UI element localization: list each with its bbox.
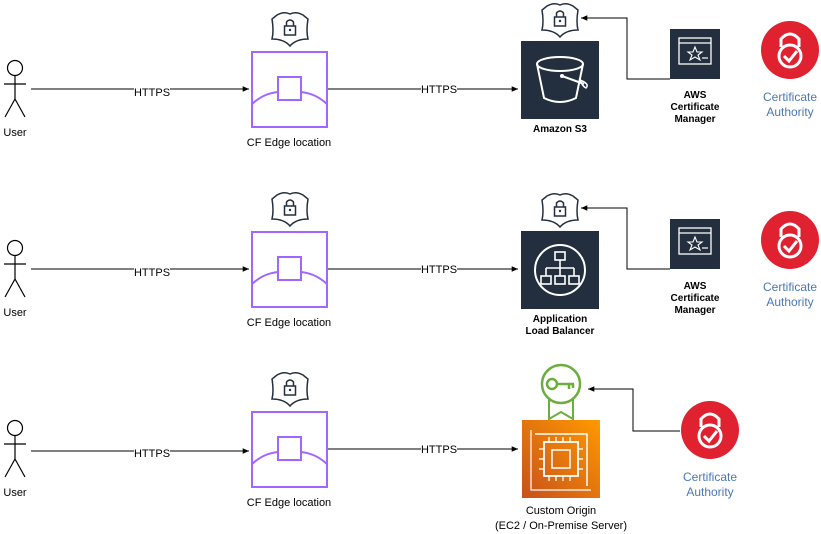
certificate-authority-icon <box>761 21 819 79</box>
lock-shield-icon <box>271 191 309 228</box>
origin-label-line: Application <box>533 314 587 325</box>
certificate-authority-icon <box>761 211 819 269</box>
ca-label-line: Certificate <box>683 470 737 484</box>
s3-bucket-icon <box>521 41 599 119</box>
origin-label-line: (EC2 / On-Premise Server) <box>495 520 627 532</box>
acm-label-line: AWS <box>684 90 707 101</box>
edge-location-icon <box>251 411 328 488</box>
ec2-instance-icon <box>522 420 600 498</box>
certificate-manager-icon <box>670 29 720 79</box>
edge-location-label: CF Edge location <box>247 137 331 149</box>
lock-shield-icon <box>541 192 579 229</box>
user-label: User <box>3 127 27 139</box>
ca-label-line: Authority <box>686 485 733 499</box>
edge-label-https: HTTPS <box>421 84 457 96</box>
lock-shield-icon <box>541 2 579 39</box>
row-custom-origin: User HTTPS CF Edge location HTTPS <box>3 363 739 532</box>
acm-label-line: Certificate <box>671 102 720 113</box>
ca-label-line: Certificate <box>763 90 817 104</box>
edge-label-https: HTTPS <box>421 264 457 276</box>
certificate-manager-icon <box>670 219 720 269</box>
connector-acm-to-origin <box>581 205 670 270</box>
origin-label-line: Amazon S3 <box>533 124 587 135</box>
acm-label-line: AWS <box>684 281 707 292</box>
edge-location-icon <box>251 51 328 128</box>
user-icon <box>4 239 26 298</box>
user-icon <box>4 59 26 118</box>
edge-location-label: CF Edge location <box>247 317 331 329</box>
lock-shield-icon <box>271 11 309 48</box>
ca-label-line: Authority <box>766 295 813 309</box>
acm-label-line: Certificate <box>671 293 720 304</box>
edge-label-https: HTTPS <box>134 448 170 460</box>
edge-label-https: HTTPS <box>134 267 170 279</box>
acm-label-line: Manager <box>674 305 715 316</box>
certificate-authority-icon <box>681 401 739 459</box>
acm-label-line: Manager <box>674 114 715 125</box>
row-alb: User HTTPS CF Edge location HTTPS <box>3 191 819 337</box>
edge-location-label: CF Edge location <box>247 497 331 509</box>
edge-label-https: HTTPS <box>134 87 170 99</box>
user-icon <box>4 419 26 478</box>
connector-ca-to-origin <box>588 386 680 432</box>
load-balancer-icon <box>521 231 599 309</box>
user-label: User <box>3 307 27 319</box>
origin-label-line: Custom Origin <box>526 505 596 517</box>
ca-label-line: Certificate <box>763 280 817 294</box>
ca-label-line: Authority <box>766 105 813 119</box>
ssl-certificate-badge-icon <box>540 363 582 421</box>
origin-label-line: Load Balancer <box>526 326 595 337</box>
row-s3: User HTTPS CF Edge location HTTPS <box>3 2 819 149</box>
lock-shield-icon <box>271 371 309 408</box>
edge-location-icon <box>251 231 328 308</box>
connector-acm-to-origin <box>581 15 670 80</box>
user-label: User <box>3 487 27 499</box>
edge-label-https: HTTPS <box>421 444 457 456</box>
